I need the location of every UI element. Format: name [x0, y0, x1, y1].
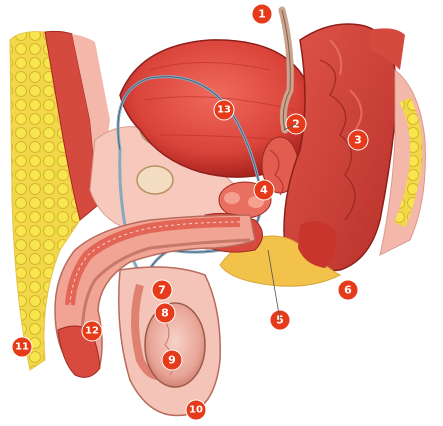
marker-10: 10	[186, 400, 206, 420]
svg-text:9: 9	[168, 354, 176, 367]
svg-text:12: 12	[85, 326, 99, 337]
marker-4: 4	[254, 180, 274, 200]
marker-11: 11	[12, 337, 32, 357]
marker-7: 7	[152, 280, 172, 300]
svg-text:11: 11	[15, 342, 29, 353]
svg-text:13: 13	[217, 105, 231, 116]
marker-6: 6	[338, 280, 358, 300]
svg-text:1: 1	[258, 8, 266, 21]
marker-1: 1	[252, 4, 272, 24]
svg-text:3: 3	[354, 134, 362, 147]
svg-text:10: 10	[189, 405, 203, 416]
svg-text:6: 6	[344, 284, 352, 297]
marker-8: 8	[155, 303, 175, 323]
marker-13: 13	[214, 100, 234, 120]
marker-3: 3	[348, 130, 368, 150]
marker-12: 12	[82, 321, 102, 341]
svg-text:4: 4	[260, 184, 268, 197]
svg-text:8: 8	[161, 307, 169, 320]
marker-9: 9	[162, 350, 182, 370]
svg-text:7: 7	[158, 284, 166, 297]
